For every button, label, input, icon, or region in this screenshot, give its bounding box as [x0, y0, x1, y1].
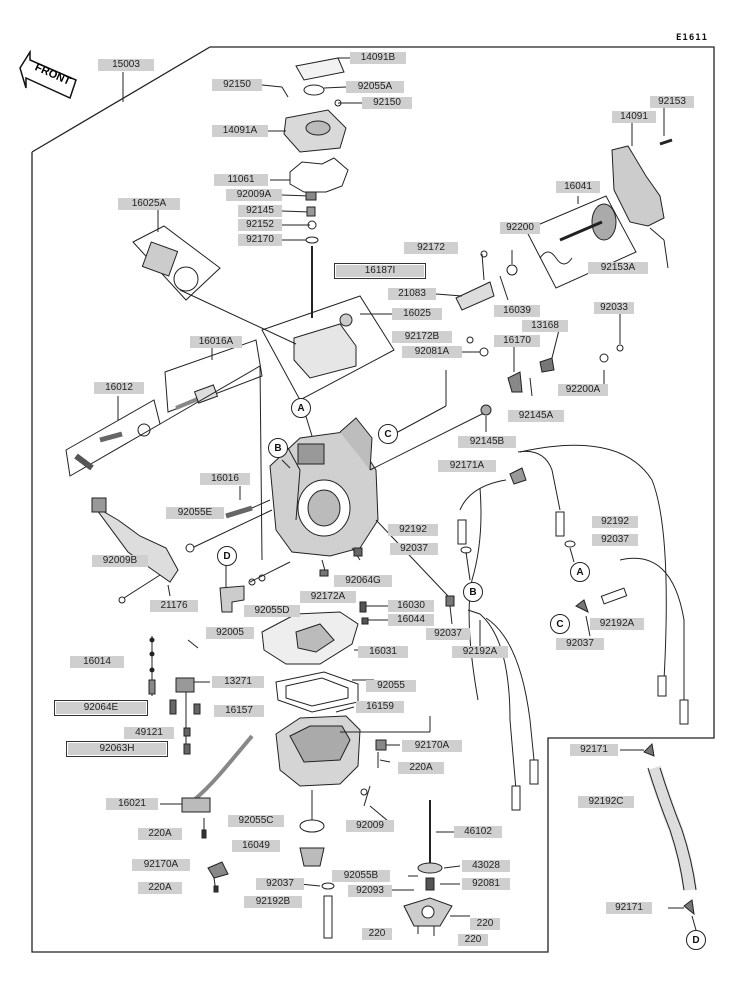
part-label-boxed: 16187I [334, 263, 426, 279]
part-label: 92145 [238, 205, 282, 217]
part-label: 92200A [558, 384, 608, 396]
part-label: 92055C [228, 815, 284, 827]
diagram-code: E1611 [676, 33, 709, 43]
part-label: 14091B [350, 52, 406, 64]
part-label: 92055D [244, 605, 300, 617]
part-label: 220A [138, 828, 182, 840]
part-label: 21176 [150, 600, 198, 612]
part-label: 92055E [166, 507, 224, 519]
part-label: 92055 [366, 680, 416, 692]
part-label: 16049 [232, 840, 280, 852]
part-label: 16041 [556, 181, 600, 193]
part-label: 92171A [438, 460, 496, 472]
part-label: 16170 [494, 335, 540, 347]
part-label: 92172A [300, 591, 356, 603]
front-arrow-icon: FRONT [19, 50, 77, 100]
part-label: 16031 [358, 646, 408, 658]
callout-b-hose: B [463, 582, 483, 602]
part-label: 92192B [244, 896, 302, 908]
part-label: 92145B [458, 436, 516, 448]
part-label: 13168 [522, 320, 568, 332]
part-label: 92055B [332, 870, 390, 882]
part-label: 16039 [494, 305, 540, 317]
part-label: 92171 [570, 744, 618, 756]
callout-c-hose: C [550, 614, 570, 634]
part-label: 92172 [404, 242, 458, 254]
part-label-boxed: 92064E [54, 700, 148, 716]
callout-b: B [268, 438, 288, 458]
part-label: 92192C [578, 796, 634, 808]
part-label: 92192A [452, 646, 508, 658]
callout-d: D [217, 546, 237, 566]
part-label: 92150 [212, 79, 262, 91]
part-label: 220 [470, 918, 500, 930]
part-label: 92145A [508, 410, 564, 422]
part-label: 16025A [118, 198, 180, 210]
part-label: 92093 [348, 885, 392, 897]
part-label: 92009A [226, 189, 282, 201]
part-label: 92037 [390, 543, 438, 555]
part-label: 43028 [462, 860, 510, 872]
part-label: 92192 [592, 516, 638, 528]
part-label: 16044 [388, 614, 434, 626]
part-label: 92055A [346, 81, 404, 93]
part-label: 16014 [70, 656, 124, 668]
part-label: 92150 [362, 97, 412, 109]
part-label: 92009 [346, 820, 394, 832]
part-label: 92064G [334, 575, 392, 587]
part-label: 92153A [588, 262, 648, 274]
part-label: 16016 [200, 473, 250, 485]
part-label: 92170A [132, 859, 190, 871]
part-label: 21083 [388, 288, 436, 300]
part-label: 220 [362, 928, 392, 940]
part-label: 92192A [590, 618, 644, 630]
part-label: 13271 [212, 676, 264, 688]
part-label: 16016A [190, 336, 242, 348]
part-label: 46102 [454, 826, 502, 838]
part-label: 92081A [402, 346, 462, 358]
part-label: 16030 [388, 600, 434, 612]
part-label: 92152 [238, 219, 282, 231]
part-label: 92172B [392, 331, 452, 343]
part-label: 92037 [256, 878, 304, 890]
part-label: 92037 [556, 638, 604, 650]
part-label: 92005 [206, 627, 254, 639]
part-label: 92037 [426, 628, 470, 640]
part-label: 92037 [592, 534, 638, 546]
part-label: 14091 [612, 111, 656, 123]
callout-a: A [291, 398, 311, 418]
part-label: 92009B [92, 555, 148, 567]
part-label: 220A [138, 882, 182, 894]
part-label: 92192 [388, 524, 438, 536]
part-label-boxed: 92063H [66, 741, 168, 757]
part-label: 16012 [94, 382, 144, 394]
part-label: 16021 [106, 798, 158, 810]
part-label: 92153 [650, 96, 694, 108]
part-label: 220 [458, 934, 488, 946]
callout-a-hose: A [570, 562, 590, 582]
callout-c: C [378, 424, 398, 444]
part-label: 11061 [214, 174, 268, 186]
part-label: 14091A [212, 125, 268, 137]
part-label: 92170A [402, 740, 462, 752]
part-label: 92170 [238, 234, 282, 246]
part-label: 220A [398, 762, 444, 774]
part-label: 92171 [606, 902, 652, 914]
part-label: 15003 [98, 59, 154, 71]
part-label: 16025 [392, 308, 442, 320]
part-label: 16157 [214, 705, 264, 717]
part-label: 92081 [462, 878, 510, 890]
part-label: 92033 [594, 302, 634, 314]
part-label: 16159 [356, 701, 404, 713]
part-label: 49121 [124, 727, 174, 739]
part-label: 92200 [500, 222, 540, 234]
callout-d-hose: D [686, 930, 706, 950]
